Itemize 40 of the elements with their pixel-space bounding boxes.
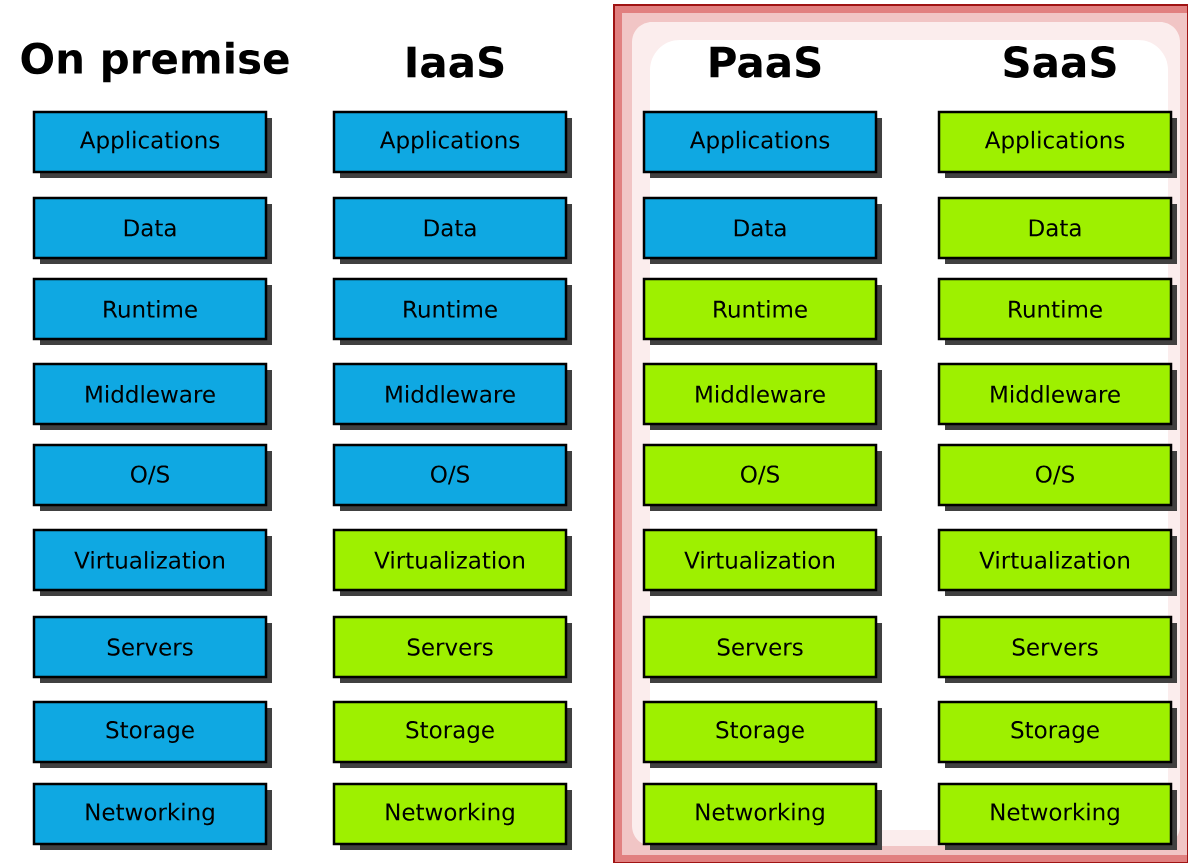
layer-box: O/S bbox=[937, 443, 1177, 511]
layer-box: O/S bbox=[642, 443, 882, 511]
layer-box: Data bbox=[937, 196, 1177, 264]
layer-box: Networking bbox=[642, 782, 882, 850]
layer-box: Virtualization bbox=[937, 528, 1177, 596]
layer-box: Middleware bbox=[937, 362, 1177, 430]
layer-box: Runtime bbox=[32, 277, 272, 345]
column-heading: On premise bbox=[21, 41, 289, 83]
layer-box: Servers bbox=[642, 615, 882, 683]
layer-box: Servers bbox=[332, 615, 572, 683]
layer-box: Data bbox=[32, 196, 272, 264]
layer-box: Storage bbox=[332, 700, 572, 768]
layer-box: Servers bbox=[32, 615, 272, 683]
layer-box: Networking bbox=[32, 782, 272, 850]
layer-box: O/S bbox=[332, 443, 572, 511]
layer-box: Middleware bbox=[642, 362, 882, 430]
column-heading: SaaS bbox=[1004, 46, 1116, 78]
layer-box: Storage bbox=[32, 700, 272, 768]
layer-box: Middleware bbox=[32, 362, 272, 430]
layer-box: Data bbox=[332, 196, 572, 264]
column-heading: PaaS bbox=[710, 46, 821, 78]
layer-box: Runtime bbox=[332, 277, 572, 345]
layer-box: O/S bbox=[32, 443, 272, 511]
layer-box: Data bbox=[642, 196, 882, 264]
layer-box: Storage bbox=[642, 700, 882, 768]
layer-box: Networking bbox=[332, 782, 572, 850]
layer-box: Servers bbox=[937, 615, 1177, 683]
layer-box: Applications bbox=[642, 110, 882, 178]
layer-box: Virtualization bbox=[642, 528, 882, 596]
layer-box: Runtime bbox=[937, 277, 1177, 345]
layer-box: Middleware bbox=[332, 362, 572, 430]
layer-box: Networking bbox=[937, 782, 1177, 850]
layer-box: Virtualization bbox=[32, 528, 272, 596]
layer-box: Applications bbox=[332, 110, 572, 178]
layer-box: Runtime bbox=[642, 277, 882, 345]
layer-box: Applications bbox=[32, 110, 272, 178]
column-heading: IaaS bbox=[407, 46, 504, 78]
layer-box: Storage bbox=[937, 700, 1177, 768]
layer-box: Applications bbox=[937, 110, 1177, 178]
layer-box: Virtualization bbox=[332, 528, 572, 596]
